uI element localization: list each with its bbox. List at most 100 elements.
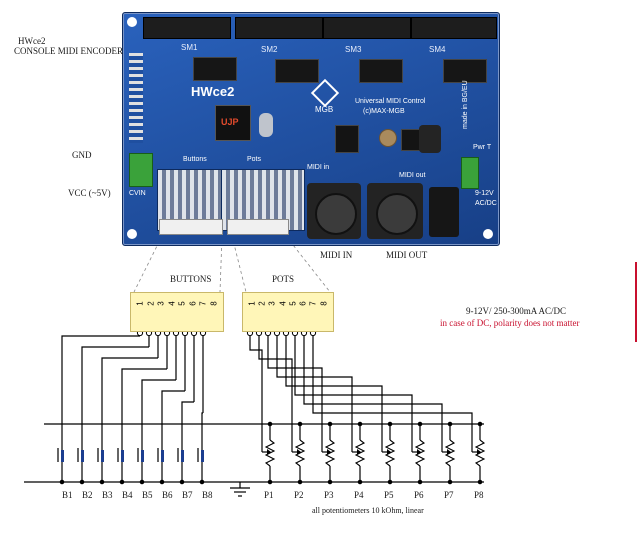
pot-label-p3: P3 xyxy=(324,490,334,500)
potentiometer-icon xyxy=(384,439,396,467)
button-label-b8: B8 xyxy=(202,490,213,500)
pot-vcc-node xyxy=(327,421,333,427)
header-pots-label: Pots xyxy=(247,156,262,163)
button-label-b2: B2 xyxy=(82,490,93,500)
top-header-1 xyxy=(143,17,231,39)
board-name: HWce2 xyxy=(191,84,235,99)
pots-ribbon-socket xyxy=(227,219,289,235)
buttons-pin-6: 6 xyxy=(188,301,198,306)
title-line1: HWce2 xyxy=(18,36,46,46)
top-header-3 xyxy=(323,17,411,39)
ujp-mark: UJP xyxy=(221,117,239,127)
silk-text: Universal MIDI Control xyxy=(355,98,426,105)
button-wire xyxy=(121,368,167,444)
button-ground-node xyxy=(139,479,145,485)
pot-vcc-node xyxy=(297,421,303,427)
pot-label-p8: P8 xyxy=(474,490,484,500)
pot-wiper-arrow xyxy=(447,449,451,455)
potentiometer-icon xyxy=(294,439,306,467)
buttons-pin-7: 7 xyxy=(198,301,208,306)
button-ground-node xyxy=(79,479,85,485)
pot-wiper-arrow xyxy=(477,449,481,455)
pot-ground-node xyxy=(477,479,483,485)
buttons-pin-5: 5 xyxy=(177,301,187,306)
buttons-pin-3: 3 xyxy=(156,301,166,306)
leader-pots-left xyxy=(231,235,247,293)
pots-pin-7: 7 xyxy=(309,301,319,306)
top-header-4 xyxy=(411,17,497,39)
button-wire xyxy=(101,357,158,444)
button-wire xyxy=(161,390,185,444)
pots-pin-1: 1 xyxy=(247,301,257,306)
pwr-type: AC/DC xyxy=(475,200,497,207)
capacitor-round xyxy=(379,129,397,147)
pot-wiper-arrow xyxy=(357,449,361,455)
button-label-b7: B7 xyxy=(182,490,193,500)
mgb-logo-text: MGB xyxy=(315,105,334,114)
silk-copyright: (c)MAX-MGB xyxy=(363,108,405,115)
left-pin-header xyxy=(129,53,143,143)
pot-ground-node xyxy=(357,479,363,485)
midi-out-silk: MIDI out xyxy=(399,172,426,179)
pot-label-p7: P7 xyxy=(444,490,454,500)
capacitor-large xyxy=(419,125,441,153)
pot-wiper-wire xyxy=(249,336,263,452)
button-wire xyxy=(61,335,140,444)
midi-in-label: MIDI IN xyxy=(320,250,353,260)
switch-button-icon xyxy=(61,450,64,462)
crystal xyxy=(259,113,273,137)
potentiometer-icon xyxy=(354,439,366,467)
pot-label-p4: P4 xyxy=(354,490,364,500)
pot-wiper-wire xyxy=(312,336,473,452)
buttons-pin-4: 4 xyxy=(167,301,177,306)
switch-button-icon xyxy=(201,450,204,462)
button-ground-node xyxy=(119,479,125,485)
pots-pin-3: 3 xyxy=(268,301,278,306)
switch-button-icon xyxy=(81,450,84,462)
buttons-pin-1: 1 xyxy=(135,301,145,306)
pot-wiper-wire xyxy=(303,336,443,452)
pots-pin-2: 2 xyxy=(257,301,267,306)
pot-wiper-arrow xyxy=(417,449,421,455)
pwr-voltage: 9-12V xyxy=(475,190,494,197)
potentiometer-icon xyxy=(264,439,276,467)
buttons-pin-8: 8 xyxy=(209,301,219,306)
button-wire xyxy=(181,401,194,444)
chip-sm2 xyxy=(275,59,319,83)
header-buttons-label: Buttons xyxy=(183,156,207,163)
pot-wiper-wire xyxy=(294,336,413,452)
pots-connector: 1 2 3 4 5 6 7 8 xyxy=(242,292,334,332)
mcu-chip xyxy=(215,105,251,141)
potentiometer-icon xyxy=(324,439,336,467)
button-label-b5: B5 xyxy=(142,490,153,500)
pots-pin-8: 8 xyxy=(319,301,329,306)
button-wire xyxy=(141,379,176,444)
vcc-label: VCC (~5V) xyxy=(68,188,111,198)
pot-ground-node xyxy=(387,479,393,485)
pots-label: POTS xyxy=(272,274,295,284)
pot-vcc-node xyxy=(447,421,453,427)
potentiometer-icon xyxy=(474,439,486,467)
button-ground-node xyxy=(59,479,65,485)
mount-hole-bl xyxy=(127,229,137,239)
pot-vcc-node xyxy=(477,421,483,427)
button-ground-node xyxy=(159,479,165,485)
pot-label-p2: P2 xyxy=(294,490,304,500)
pots-pin-6: 6 xyxy=(298,301,308,306)
button-wire xyxy=(201,412,203,444)
switch-button-icon xyxy=(101,450,104,462)
pot-ground-node xyxy=(447,479,453,485)
pot-ground-node xyxy=(297,479,303,485)
cvin-label: CVIN xyxy=(129,190,146,197)
pot-vcc-node xyxy=(387,421,393,427)
pot-label-p5: P5 xyxy=(384,490,394,500)
switch-button-icon xyxy=(161,450,164,462)
chip-label-sm3: SM3 xyxy=(345,45,362,54)
silk-side: made in BG/EU xyxy=(462,80,469,129)
pot-wiper-wire xyxy=(285,336,383,452)
power-note-label: in case of DC, polarity does not matter xyxy=(440,318,580,328)
top-header-2 xyxy=(235,17,323,39)
buttons-connector: 1 2 3 4 5 6 7 8 xyxy=(130,292,224,332)
pcb-board: SM1 SM2 SM3 SM4 HWce2 UJP MGB Universal … xyxy=(122,12,500,246)
